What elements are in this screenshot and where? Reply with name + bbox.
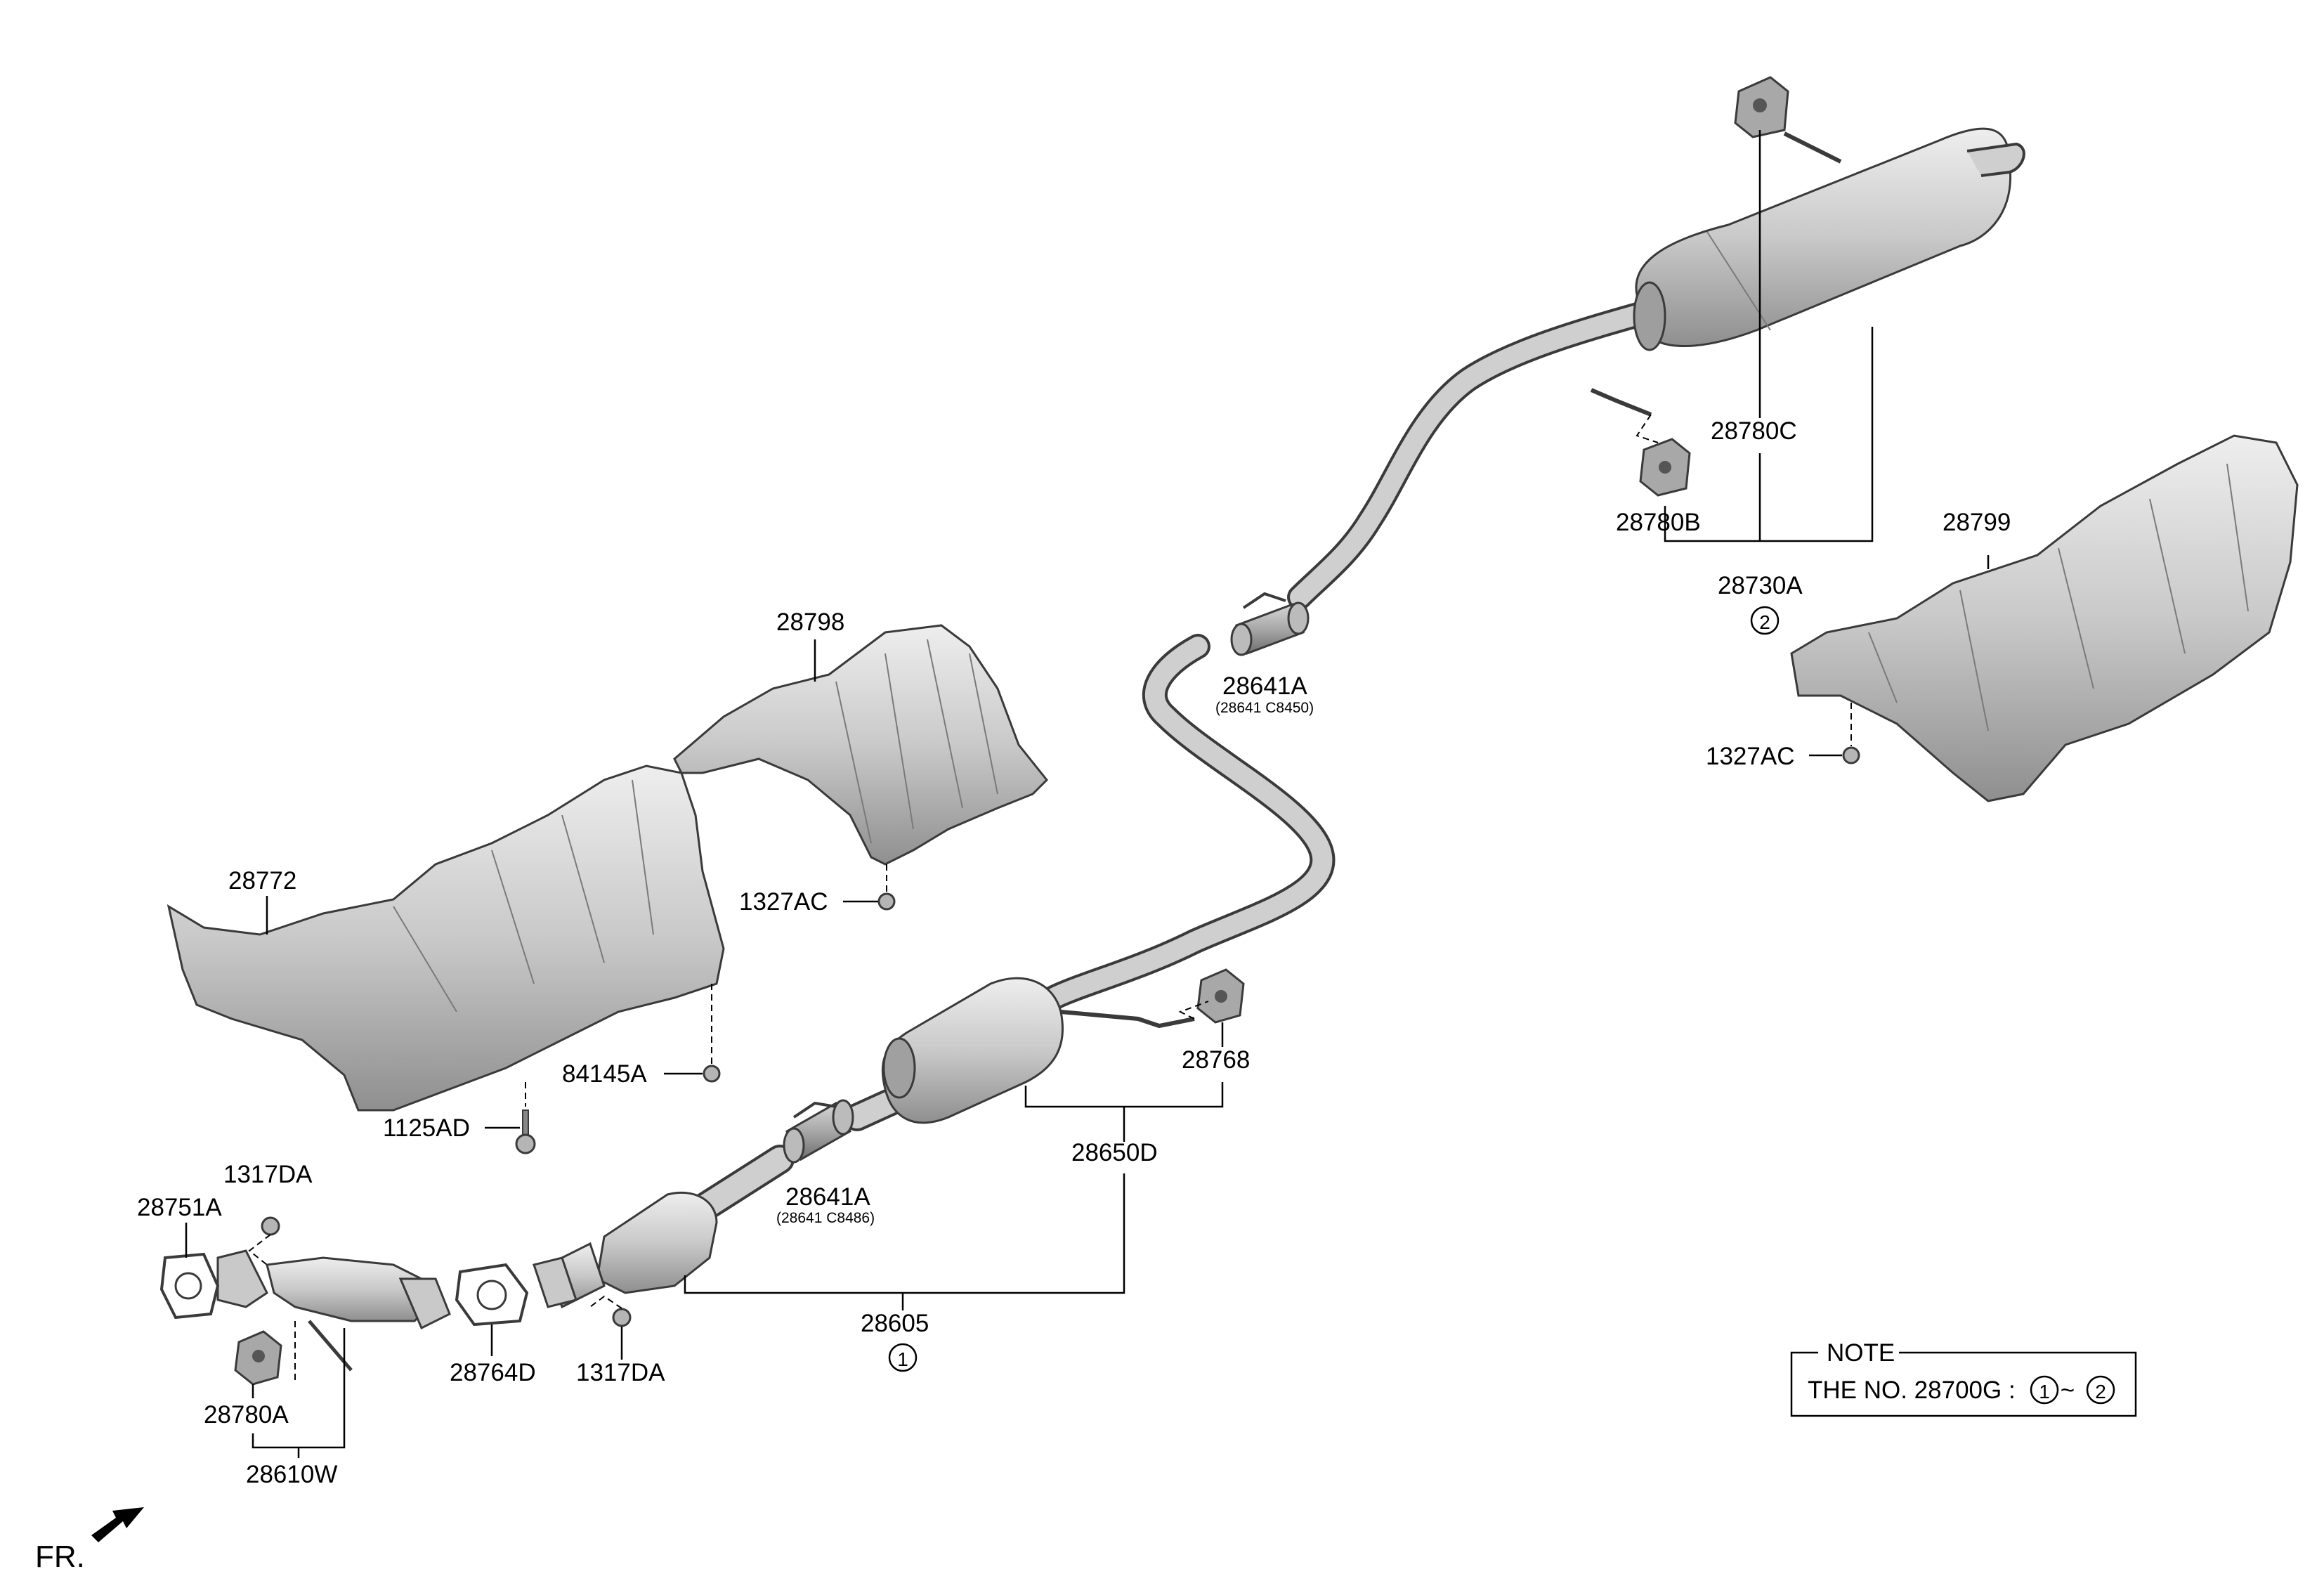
label-28798: 28798 (776, 608, 844, 636)
label-1327AC-right: 1327AC (1706, 743, 1794, 770)
label-1317DA-top: 1317DA (223, 1161, 313, 1188)
label-28641A-bottom-sub: (28641 C8486) (776, 1210, 875, 1226)
label-28730A: 28730A (1718, 572, 1803, 599)
label-28650D: 28650D (1071, 1139, 1158, 1166)
label-28641A-bottom: 28641A (785, 1183, 870, 1211)
rubber-hanger-28780A (234, 1330, 282, 1386)
label-28764D: 28764D (450, 1359, 536, 1386)
label-28799: 28799 (1943, 509, 2011, 536)
heat-shield-28772 (167, 764, 725, 1112)
circle-2-marker (1750, 606, 1780, 635)
center-muffler (881, 977, 1064, 1124)
rubber-hanger-28768 (1196, 968, 1245, 1024)
rear-muffler (1633, 127, 2025, 351)
note-text: THE NO. 28700G : (1808, 1377, 2016, 1404)
note-box: NOTE THE NO. 28700G : 1 ~ 2 (1790, 1339, 2137, 1417)
note-from: 1 (2039, 1381, 2050, 1402)
nut-84145A (703, 1065, 721, 1083)
nut-1327AC-right (1842, 746, 1860, 764)
label-fr: FR. (35, 1540, 85, 1574)
label-28610W: 28610W (246, 1461, 337, 1488)
nut-1317DA-top (261, 1216, 280, 1236)
label-28641A-top: 28641A (1222, 672, 1307, 700)
front-direction-indicator: FR. (35, 1507, 144, 1574)
label-28780B: 28780B (1616, 509, 1701, 536)
nut-1327AC-mid (877, 892, 896, 911)
assembly-dashed-lines (248, 414, 1852, 1384)
label-1125AD: 1125AD (383, 1114, 470, 1142)
clamp-28641A-top (1230, 592, 1310, 656)
circle-1-marker (888, 1343, 918, 1372)
label-1317DA-bottom: 1317DA (576, 1359, 665, 1386)
note-circle-2 (2086, 1375, 2115, 1405)
label-28768: 28768 (1182, 1046, 1250, 1074)
label-84145A: 84145A (562, 1060, 647, 1088)
label-28641A-top-sub: (28641 C8450) (1215, 700, 1314, 716)
catalytic-converter (533, 1191, 718, 1309)
clamp-28641A-bottom (783, 1099, 854, 1164)
gasket-28751A (159, 1252, 220, 1320)
leader-lines (185, 130, 1990, 1458)
gasket-28764D (455, 1263, 529, 1327)
label-28605: 28605 (861, 1310, 929, 1337)
label-28751A: 28751A (137, 1194, 222, 1221)
part-labels: 28780C 28780B 28730A 2 28799 1327AC 2879… (137, 417, 2011, 1488)
label-28772: 28772 (228, 867, 296, 894)
nut-1317DA-bottom (612, 1308, 632, 1327)
label-1327AC-mid: 1327AC (739, 888, 828, 916)
label-28780A: 28780A (204, 1401, 289, 1428)
label-28605-circle: 1 (897, 1348, 908, 1370)
rubber-hanger-28780C (1734, 76, 1789, 138)
heat-shield-28798 (673, 624, 1049, 866)
note-sep: ~ (2061, 1377, 2075, 1404)
bolt-1125AD (515, 1109, 536, 1154)
heat-shield-28799 (1790, 434, 2299, 802)
note-circle-1 (2030, 1375, 2059, 1405)
label-28730A-circle: 2 (1759, 611, 1770, 633)
front-arrow-icon (91, 1507, 144, 1542)
note-to: 2 (2095, 1381, 2106, 1402)
rubber-hanger-28780B (1639, 438, 1691, 497)
label-28780C: 28780C (1711, 417, 1797, 445)
note-title: NOTE (1827, 1339, 1895, 1367)
front-pipe-28610W (216, 1249, 451, 1372)
